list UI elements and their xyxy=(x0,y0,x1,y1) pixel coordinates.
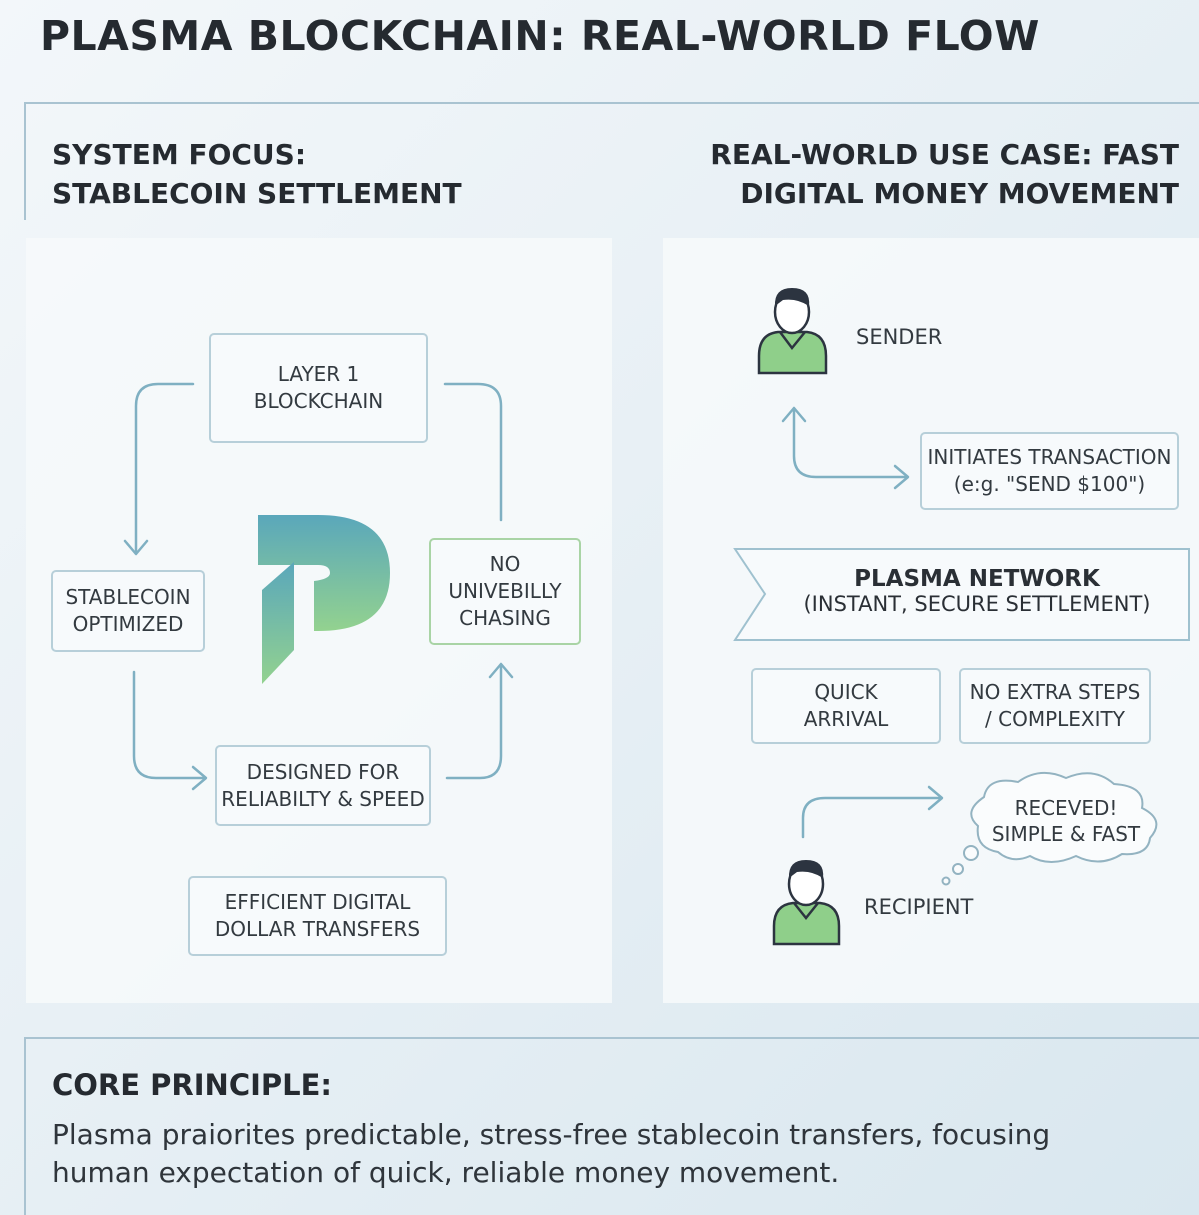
arrowhead-down xyxy=(123,539,149,556)
arrow-designed-to-nochasing xyxy=(445,664,503,780)
network-subtitle: (INSTANT, SECURE SETTLEMENT) xyxy=(803,592,1151,616)
right-heading-line-2: DIGITAL MONEY MOVEMENT xyxy=(740,177,1179,210)
layer1-line-2: BLOCKCHAIN xyxy=(253,389,384,413)
left-divider xyxy=(24,102,26,220)
no-extra-line-1: NO EXTRA STEPS xyxy=(969,680,1141,704)
quick-line-2: ARRIVAL xyxy=(803,707,889,731)
left-heading-line-1: SYSTEM FOCUS: xyxy=(52,138,307,171)
thought-cloud-text: RECEVED! SIMPLE & FAST xyxy=(978,795,1154,847)
bottom-left-divider xyxy=(24,1037,26,1215)
core-text-line-1: Plasma praiorites predictable, stress-fr… xyxy=(52,1118,1051,1151)
network-banner-shape xyxy=(733,548,1190,641)
no-extra-line-2: / COMPLEXITY xyxy=(985,707,1125,731)
arrowhead-right-initiates xyxy=(893,464,910,490)
initiates-transaction-box: INITIATES TRANSACTION (e:g. "SEND $100") xyxy=(920,432,1179,510)
designed-line-2: RELIABILTY & SPEED xyxy=(221,786,425,811)
stablecoin-optimized-box: STABLECOIN OPTIMIZED xyxy=(51,570,205,652)
arrow-recipient-cloud xyxy=(801,796,942,839)
thought-cloud-icon xyxy=(941,771,1158,886)
no-chasing-line-3: CHASING xyxy=(459,606,551,630)
designed-line-1: DESIGNED FOR xyxy=(246,759,400,784)
arrow-sender-initiates xyxy=(792,408,907,479)
arrow-layer1-to-stablecoin xyxy=(134,382,195,554)
cloud-line-1: RECEVED! xyxy=(1014,796,1118,820)
no-chasing-line-2: UNIVEBILLY xyxy=(448,579,562,603)
network-title: PLASMA NETWORK xyxy=(854,566,1100,592)
recipient-person-icon xyxy=(772,860,841,946)
arrowhead-right-cloud xyxy=(927,785,944,811)
stablecoin-line-2: OPTIMIZED xyxy=(72,612,184,636)
sender-person-icon xyxy=(757,288,828,375)
top-divider xyxy=(24,102,1199,104)
arrowhead-up-nochasing xyxy=(488,662,514,679)
right-section-heading: REAL-WORLD USE CASE: FAST DIGITAL MONEY … xyxy=(710,135,1179,213)
layer1-line-1: LAYER 1 xyxy=(277,362,360,386)
core-principle-text: Plasma praiorites predictable, stress-fr… xyxy=(52,1116,1152,1192)
arrow-layer1-to-nochasing xyxy=(443,382,503,522)
core-principle-title: CORE PRINCIPLE: xyxy=(52,1068,333,1102)
efficient-line-1: EFFICIENT DIGITAL xyxy=(224,890,411,914)
right-heading-line-1: REAL-WORLD USE CASE: FAST xyxy=(710,138,1179,171)
initiates-line-1: INITIATES TRANSACTION xyxy=(927,445,1172,469)
cloud-line-2: SIMPLE & FAST xyxy=(991,822,1141,846)
no-chasing-line-1: NO xyxy=(489,552,521,576)
efficient-line-2: DOLLAR TRANSFERS xyxy=(214,917,421,941)
left-section-heading: SYSTEM FOCUS: STABLECOIN SETTLEMENT xyxy=(52,135,462,213)
arrowhead-right-designed xyxy=(191,765,208,791)
plasma-logo-icon xyxy=(258,515,390,684)
plasma-network-banner: PLASMA NETWORK (INSTANT, SECURE SETTLEME… xyxy=(765,566,1189,616)
layer1-blockchain-box: LAYER 1 BLOCKCHAIN xyxy=(209,333,428,443)
page-title: PLASMA BLOCKCHAIN: REAL-WORLD FLOW xyxy=(40,12,1040,60)
arrowhead-up-sender xyxy=(781,406,807,423)
no-extra-steps-box: NO EXTRA STEPS / COMPLEXITY xyxy=(959,668,1151,744)
quick-line-1: QUICK xyxy=(814,680,878,704)
quick-arrival-box: QUICK ARRIVAL xyxy=(751,668,941,744)
left-heading-line-2: STABLECOIN SETTLEMENT xyxy=(52,177,462,210)
arrow-stablecoin-to-designed xyxy=(132,670,206,780)
no-chasing-box: NO UNIVEBILLY CHASING xyxy=(429,538,581,645)
bottom-divider xyxy=(24,1037,1199,1039)
initiates-line-2: (e:g. "SEND $100") xyxy=(953,472,1146,496)
efficient-transfers-box: EFFICIENT DIGITAL DOLLAR TRANSFERS xyxy=(188,876,447,956)
sender-label: SENDER xyxy=(856,325,943,349)
designed-for-reliability-box: DESIGNED FOR RELIABILTY & SPEED xyxy=(215,745,431,826)
recipient-label: RECIPIENT xyxy=(864,895,974,919)
core-text-line-2: human expectation of quick, reliable mon… xyxy=(52,1156,840,1189)
stablecoin-line-1: STABLECOIN xyxy=(65,585,191,609)
